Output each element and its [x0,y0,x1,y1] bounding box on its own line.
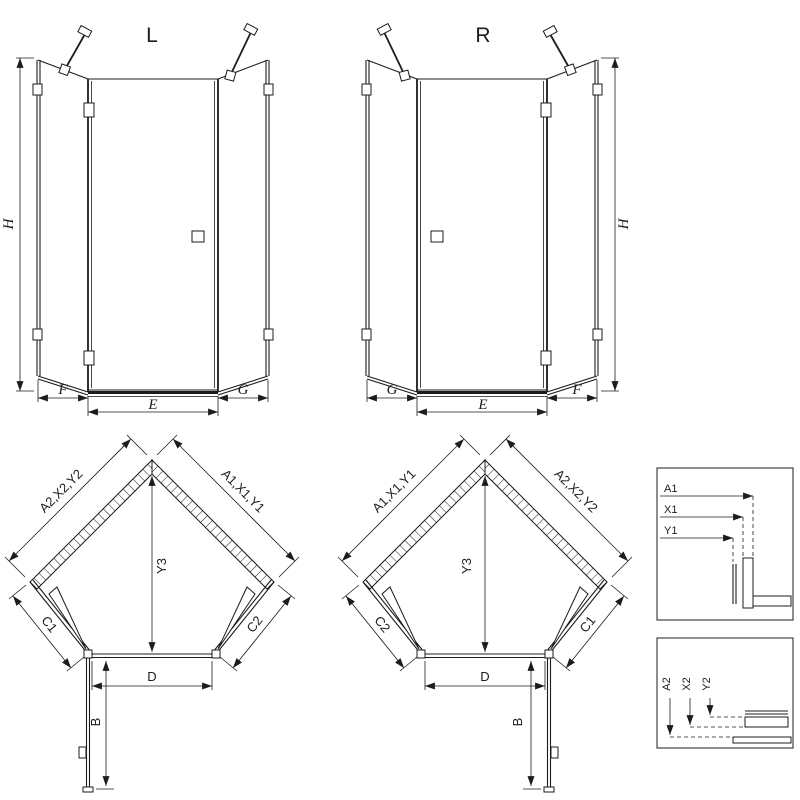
width-dim-label-f: F [57,382,68,398]
opening-dim-label: D [147,669,156,684]
plan-view-left: A2,X2,Y2 A1,X1,Y1 Y3 C1 C2 D B [5,435,299,792]
door-dim-label: B [88,718,103,727]
detail-box-bottom: A2 X2 Y2 [656,637,794,749]
width-dim-label-g: G [238,382,249,398]
detail-label-y1: Y1 [664,525,677,537]
wall-dim-label-left: A1,X1,Y1 [369,466,418,515]
bottom-profile-section [732,710,792,744]
detail-label-x1: X1 [664,504,677,516]
width-dim-label-g: G [387,382,398,398]
detail-label-a1: A1 [664,483,677,495]
detail-top-dimension-lines [660,492,754,562]
wall-dim-label-right: A1,X1,Y1 [218,466,267,515]
detail-label-x2: X2 [681,677,693,690]
detail-box-top: A1 X1 Y1 [656,467,794,621]
elevation-view-right: R H G E F [362,24,632,416]
elevation-view-left: L H F E G [1,24,273,416]
detail-label-y2: Y2 [701,677,713,690]
view-title-left: L [146,24,158,47]
view-title-right: R [475,24,490,47]
width-dim-label-e: E [477,397,487,413]
corner-profile-section [732,557,792,609]
detail-bottom-dimension-lines [666,698,788,738]
depth-dim-label: Y3 [154,558,169,574]
wall-dim-label-right: A2,X2,Y2 [551,466,600,515]
plan-view-right: A1,X1,Y1 A2,X2,Y2 Y3 C2 C1 D B [338,435,632,792]
width-dim-label-e: E [147,397,157,413]
height-dim-label: H [616,217,632,230]
door-dim-label: B [510,718,525,727]
wall-dim-label-left: A2,X2,Y2 [36,466,85,515]
depth-dim-label: Y3 [459,558,474,574]
height-dim-label: H [1,217,17,230]
opening-dim-label: D [480,669,489,684]
width-dim-label-f: F [571,382,582,398]
detail-label-a2: A2 [661,677,673,690]
